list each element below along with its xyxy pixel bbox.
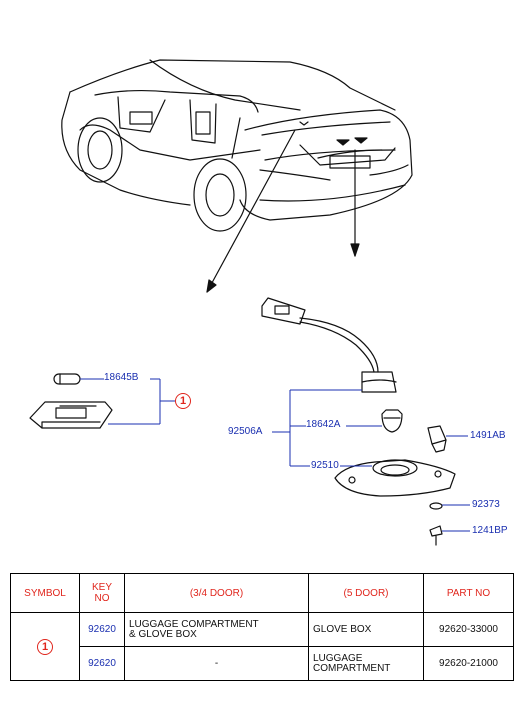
callout-1241bp: 1241BP [472, 525, 508, 536]
parts-table: SYMBOL KEY NO (3/4 DOOR) (5 DOOR) PART N… [10, 573, 514, 681]
callout-92510: 92510 [311, 460, 339, 471]
part-no-cell: 92620-21000 [423, 646, 514, 681]
table-row: 92620 - LUGGAGE COMPARTMENT 92620-21000 [11, 646, 514, 681]
header-3-4-door: (3/4 DOOR) [124, 573, 309, 613]
luggage-lamp-socket-drawing [261, 297, 456, 546]
symbol-1-badge: 1 [37, 638, 53, 655]
table-header-row: SYMBOL KEY NO (3/4 DOOR) (5 DOOR) PART N… [10, 573, 514, 613]
header-symbol: SYMBOL [10, 573, 80, 613]
callout-18642a: 18642A [306, 419, 341, 430]
symbol-cell: 1 [10, 612, 80, 681]
pointer-arrows [206, 117, 360, 293]
callout-92373: 92373 [472, 499, 500, 510]
key-no-cell: 92620 [79, 612, 125, 647]
car-body-drawing [61, 59, 413, 232]
door-5-cell: GLOVE BOX [308, 612, 424, 647]
key-no-cell: 92620 [79, 646, 125, 681]
table-row: 1 92620 LUGGAGE COMPARTMENT & GLOVE BOX … [10, 612, 514, 681]
callout-1491ab: 1491AB [470, 430, 506, 441]
header-5-door: (5 DOOR) [308, 573, 424, 613]
door-3-4-cell: - [124, 646, 309, 681]
part-no-cell: 92620-33000 [423, 612, 514, 647]
glove-box-lamp-drawing [29, 373, 113, 429]
header-key-no: KEY NO [79, 573, 125, 613]
door-3-4-cell: LUGGAGE COMPARTMENT & GLOVE BOX [124, 612, 309, 647]
callout-18645b: 18645B [104, 372, 139, 383]
header-part-no: PART NO [423, 573, 514, 613]
parts-illustration [29, 59, 470, 546]
door-5-cell: LUGGAGE COMPARTMENT [308, 646, 424, 681]
callout-leader-lines [80, 378, 470, 532]
callout-92506a: 92506A [228, 426, 263, 437]
symbol-1-callout: 1 [175, 393, 191, 409]
